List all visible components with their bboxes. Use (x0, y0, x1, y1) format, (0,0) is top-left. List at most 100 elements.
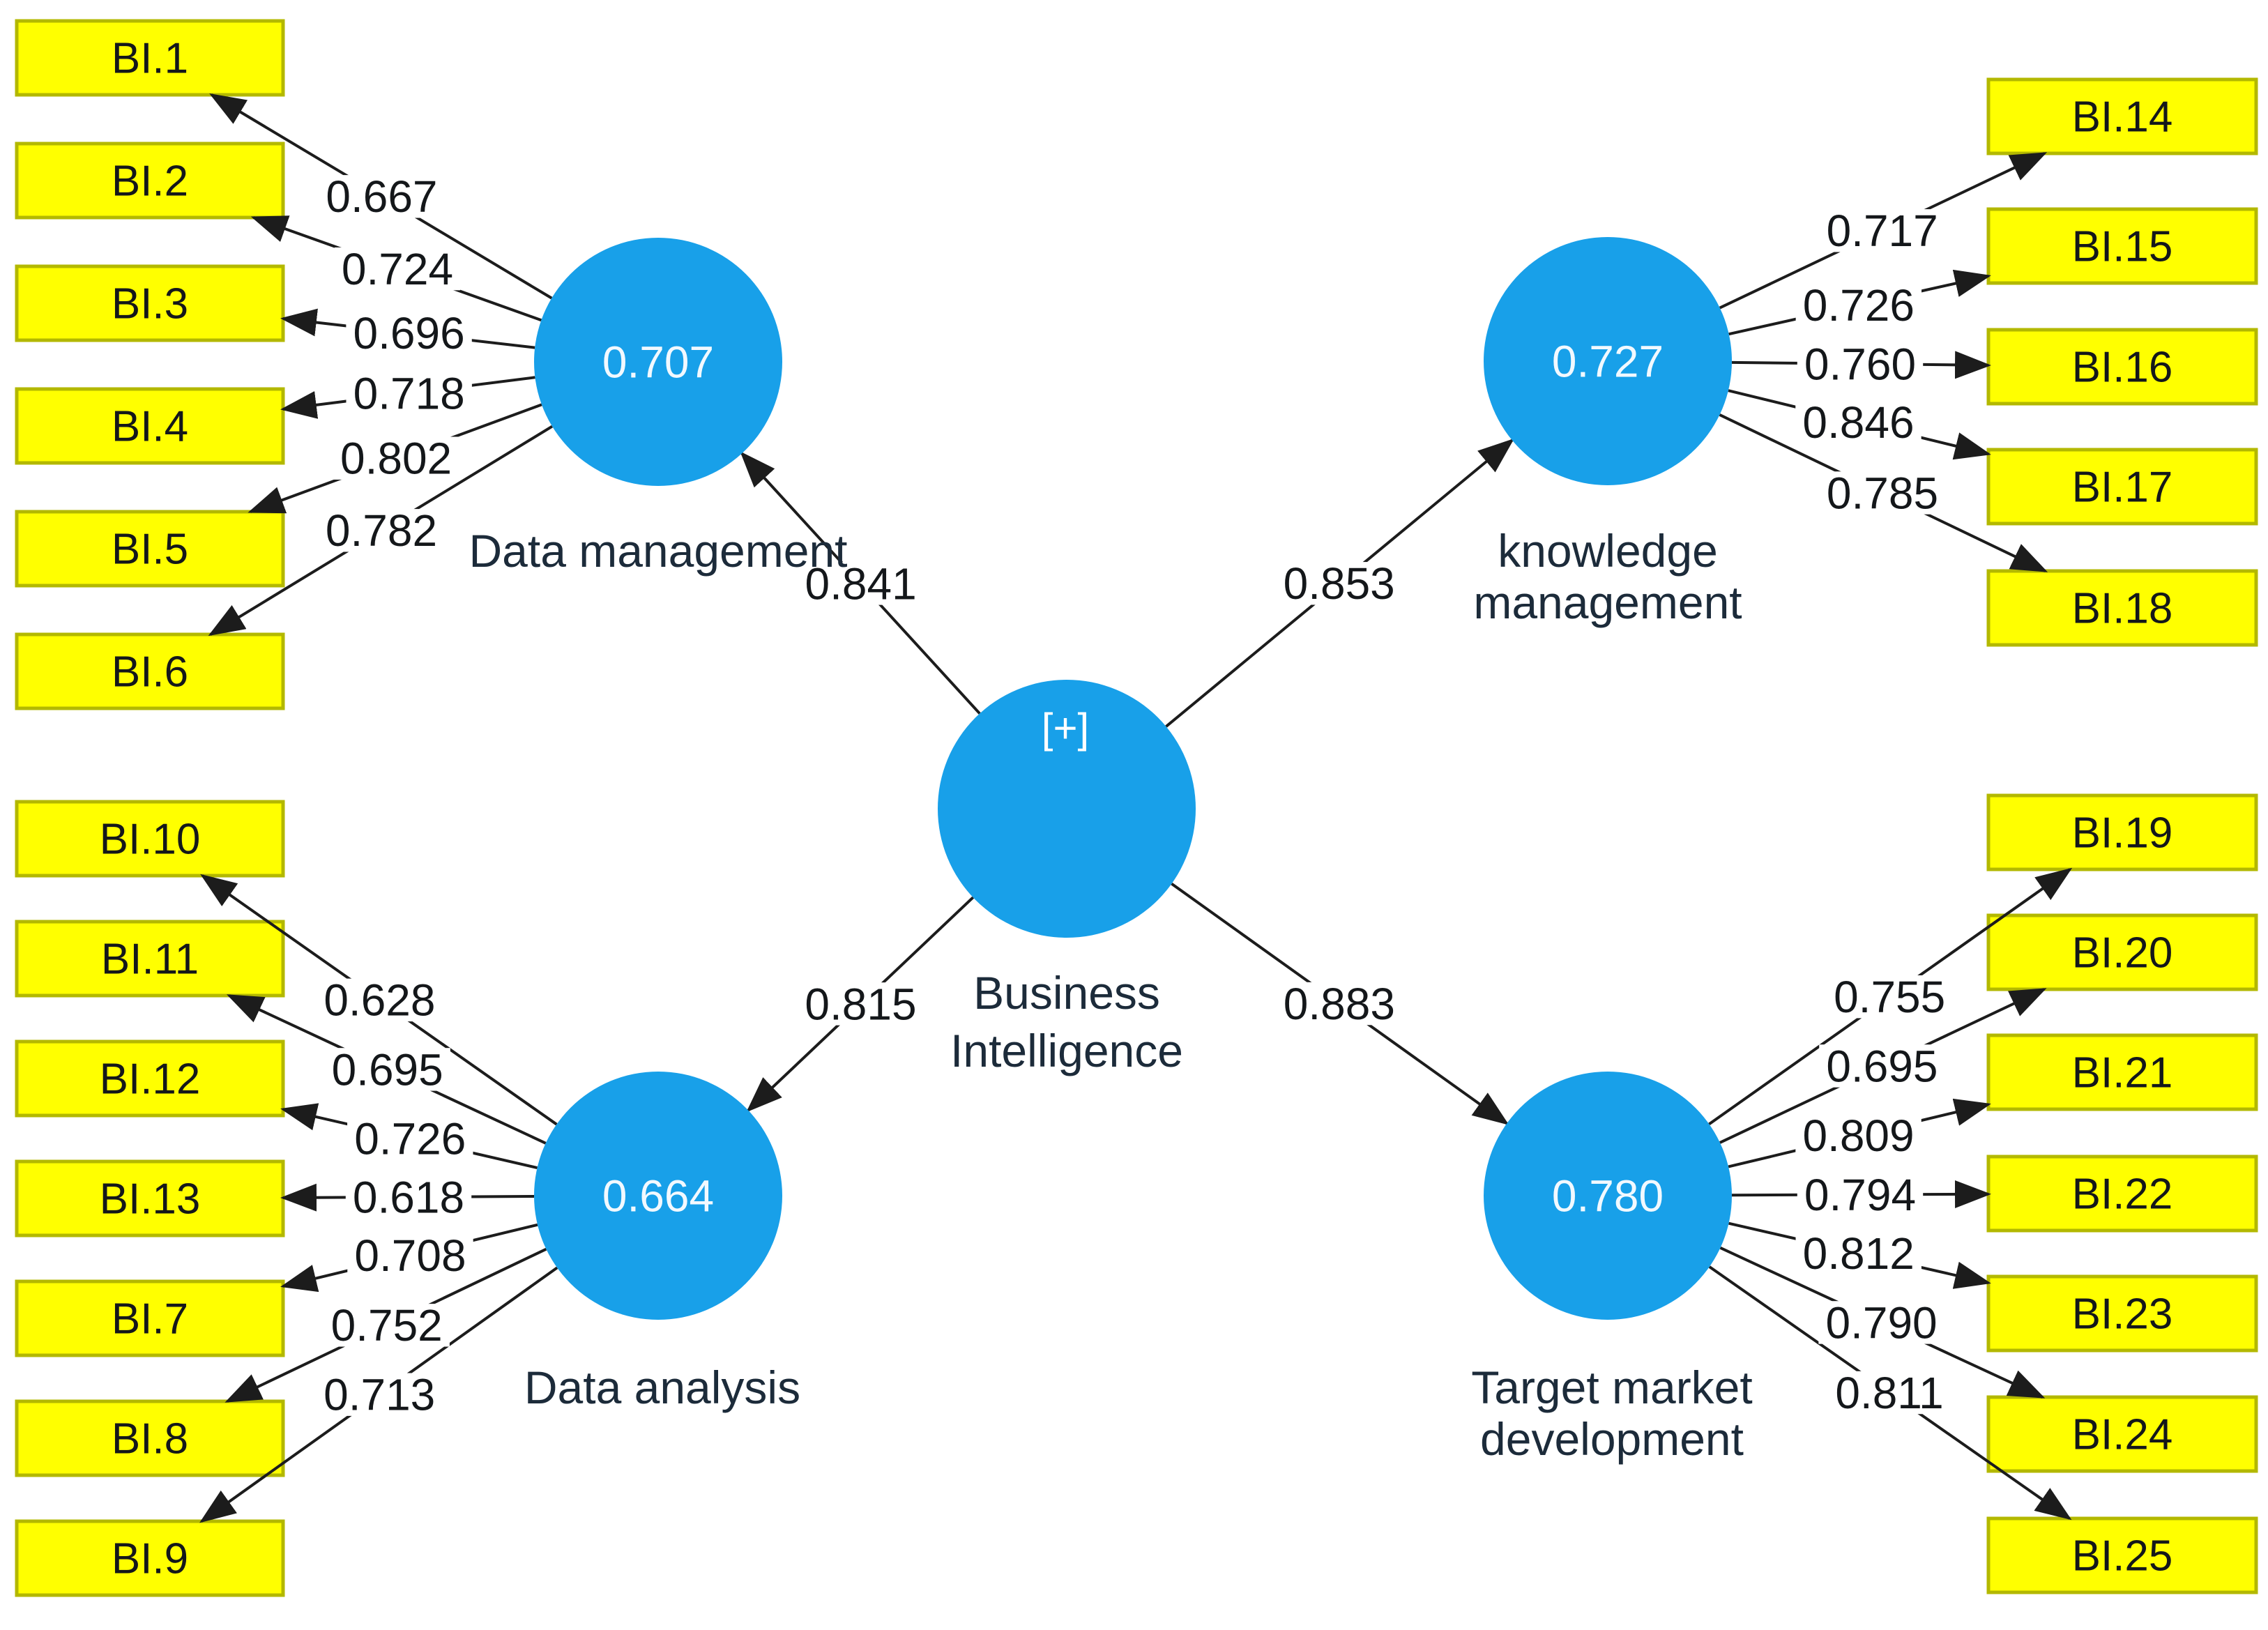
construct-label-dm-line1: Data management (469, 525, 848, 577)
indicator-box-BI.20[interactable] (1986, 913, 2258, 991)
loading-value-BI.6: 0.782 (326, 505, 437, 556)
central-plus-badge: [+] (1042, 705, 1089, 752)
loading-value-BI.6-bg (318, 509, 445, 552)
loading-value-BI.17-bg (1795, 400, 1921, 444)
construct-label-km-line2: management (1473, 577, 1742, 628)
loading-value-BI.14: 0.717 (1827, 206, 1938, 256)
loading-value-BI.10-bg (317, 978, 443, 1022)
indicator-box-BI.12[interactable] (15, 1039, 285, 1118)
construct-circle-dm[interactable] (534, 238, 782, 486)
loading-value-BI.24: 0.790 (1825, 1297, 1937, 1348)
loading-value-BI.20: 0.695 (1826, 1041, 1938, 1091)
loading-value-BI.24-bg (1818, 1301, 1944, 1344)
loading-value-BI.17: 0.846 (1802, 397, 1914, 448)
indicator-box-BI.11[interactable] (15, 920, 285, 998)
indicator-label-BI.23: BI.23 (2072, 1290, 2173, 1339)
indicator-box-BI.5[interactable] (15, 510, 285, 588)
path-value-da-bg (798, 982, 924, 1026)
loading-value-BI.22-bg (1797, 1173, 1924, 1217)
loading-value-BI.13-bg (345, 1175, 472, 1219)
indicator-label-BI.7: BI.7 (112, 1295, 188, 1343)
indicator-box-BI.15[interactable] (1986, 207, 2258, 285)
loading-value-BI.7: 0.708 (354, 1231, 466, 1281)
loading-value-BI.13: 0.618 (353, 1172, 464, 1222)
construct-circle-da[interactable] (534, 1072, 782, 1320)
indicator-box-BI.2[interactable] (15, 142, 285, 220)
indicator-layer: BI.1BI.2BI.3BI.4BI.5BI.6BI.14BI.15BI.16B… (15, 19, 2258, 1597)
indicator-label-BI.11: BI.11 (101, 936, 199, 984)
construct-value-da: 0.664 (602, 1171, 714, 1221)
loading-value-BI.19-bg (1826, 975, 1953, 1019)
loading-value-BI.19: 0.755 (1834, 972, 1945, 1022)
indicator-label-BI.2: BI.2 (112, 158, 188, 206)
construct-circle-km[interactable] (1484, 237, 1732, 485)
indicator-label-BI.15: BI.15 (2072, 223, 2173, 271)
indicator-box-BI.6[interactable] (15, 632, 285, 710)
indicator-box-BI.17[interactable] (1986, 448, 2258, 526)
indicator-box-BI.24[interactable] (1986, 1395, 2258, 1473)
path-value-tmd-bg (1276, 982, 1403, 1026)
indicator-label-BI.18: BI.18 (2072, 585, 2173, 633)
indicator-box-BI.7[interactable] (15, 1279, 285, 1357)
construct-label-tmd-line2: development (1480, 1413, 1744, 1465)
indicator-label-BI.19: BI.19 (2072, 809, 2173, 858)
indicator-label-BI.20: BI.20 (2072, 929, 2173, 977)
indicator-box-BI.8[interactable] (15, 1399, 285, 1477)
indicator-box-BI.4[interactable] (15, 387, 285, 465)
indicator-label-BI.22: BI.22 (2072, 1171, 2173, 1219)
indicator-box-BI.14[interactable] (1986, 77, 2258, 155)
indicator-label-BI.13: BI.13 (100, 1175, 201, 1224)
indicator-label-BI.6: BI.6 (112, 648, 188, 696)
value-label-layer: 0.6670.7240.6960.7180.8020.7820.8410.717… (316, 172, 1953, 1420)
indicator-box-BI.19[interactable] (1986, 793, 2258, 871)
indicator-label-BI.25: BI.25 (2072, 1532, 2173, 1581)
central-construct-circle[interactable] (938, 680, 1196, 938)
central-construct-label-line1: Business (973, 967, 1160, 1019)
construct-circle-tmd[interactable] (1484, 1072, 1732, 1320)
indicator-box-BI.23[interactable] (1986, 1274, 2258, 1353)
indicator-label-BI.1: BI.1 (112, 35, 188, 83)
indicator-box-BI.10[interactable] (15, 800, 285, 878)
indicator-box-BI.3[interactable] (15, 264, 285, 342)
construct-value-tmd: 0.780 (1552, 1171, 1664, 1221)
loading-value-BI.18-bg (1819, 471, 1946, 515)
indicator-box-BI.18[interactable] (1986, 569, 2258, 647)
indicator-label-BI.9: BI.9 (112, 1535, 188, 1583)
loading-value-BI.16-bg (1797, 342, 1924, 386)
loading-value-BI.8: 0.752 (331, 1300, 443, 1350)
indicator-label-BI.12: BI.12 (100, 1056, 201, 1104)
indicator-box-BI.22[interactable] (1986, 1155, 2258, 1233)
indicator-box-BI.9[interactable] (15, 1519, 285, 1597)
loading-value-BI.15: 0.726 (1803, 280, 1915, 330)
loading-value-BI.21-bg (1795, 1114, 1921, 1157)
indicator-label-BI.5: BI.5 (112, 526, 188, 574)
loading-value-BI.16: 0.760 (1804, 339, 1916, 389)
indicator-box-BI.16[interactable] (1986, 328, 2258, 406)
indicator-label-BI.21: BI.21 (2072, 1049, 2173, 1097)
loading-value-BI.3-bg (346, 312, 472, 355)
loading-value-BI.21: 0.809 (1802, 1111, 1914, 1161)
loading-value-BI.12-bg (347, 1117, 473, 1160)
path-value-da: 0.815 (805, 979, 916, 1029)
indicator-label-BI.3: BI.3 (112, 280, 188, 328)
loading-value-BI.8-bg (324, 1304, 450, 1347)
loading-value-BI.20-bg (1819, 1044, 1945, 1088)
loading-value-BI.2-bg (334, 247, 461, 291)
indicator-box-BI.1[interactable] (15, 19, 285, 97)
loading-value-BI.3: 0.696 (353, 308, 465, 358)
path-value-dm-bg (798, 562, 924, 605)
indicator-box-BI.21[interactable] (1986, 1033, 2258, 1111)
loading-value-BI.14-bg (1819, 209, 1945, 252)
loading-value-BI.25-bg (1826, 1371, 1953, 1415)
loading-value-BI.9-bg (316, 1373, 443, 1416)
indicator-box-BI.13[interactable] (15, 1159, 285, 1237)
loading-value-BI.5: 0.802 (340, 434, 452, 484)
indicator-label-BI.16: BI.16 (2072, 344, 2173, 392)
construct-value-dm: 0.707 (602, 337, 714, 387)
indicator-box-BI.25[interactable] (1986, 1516, 2258, 1594)
loading-value-BI.11-bg (324, 1048, 450, 1091)
